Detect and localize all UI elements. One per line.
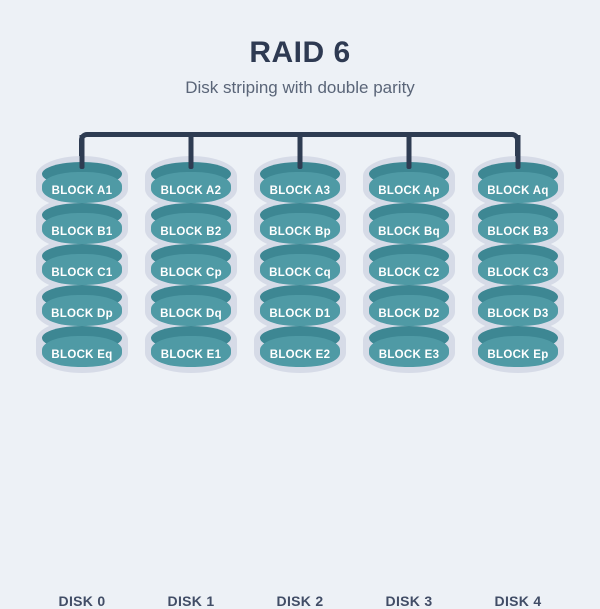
- block: BLOCK Cp: [151, 244, 231, 285]
- subtitle: Disk striping with double parity: [185, 78, 415, 97]
- block-label: BLOCK Bq: [378, 226, 440, 238]
- cylinder-body: [260, 336, 340, 367]
- block: BLOCK D1: [260, 285, 340, 326]
- block: BLOCK Bp: [260, 203, 340, 244]
- block: BLOCK B2: [151, 203, 231, 244]
- cylinder-body: [260, 172, 340, 203]
- block-label: BLOCK A3: [269, 185, 331, 197]
- block: BLOCK Dq: [151, 285, 231, 326]
- block-label: BLOCK E1: [160, 349, 222, 361]
- cylinder-body: [369, 336, 449, 367]
- disk-column-2: BLOCK A3 BLOCK Bp BLOCK Cq BLOCK D1 BLOC…: [254, 135, 346, 609]
- connector-stub: [297, 135, 303, 169]
- block-label: BLOCK C1: [51, 267, 113, 279]
- cylinder-body: [260, 295, 340, 326]
- page-title: RAID 6: [249, 36, 351, 69]
- cylinder-body: [260, 213, 340, 244]
- block: BLOCK B3: [478, 203, 558, 244]
- disk-label: DISK 0: [58, 593, 106, 609]
- cylinder-body: [151, 213, 231, 244]
- block-label: BLOCK D1: [269, 308, 331, 320]
- block: BLOCK E2: [260, 326, 340, 367]
- block-label: BLOCK B1: [51, 226, 113, 238]
- block-label: BLOCK E3: [378, 349, 440, 361]
- cylinder-body: [42, 254, 122, 285]
- block-label: BLOCK Dq: [160, 308, 222, 320]
- disk-blocks: BLOCK A1 BLOCK B1 BLOCK C1 BLOCK Dp BLOC…: [42, 162, 122, 367]
- block-label: BLOCK A2: [160, 185, 222, 197]
- cylinder-body: [478, 295, 558, 326]
- cylinder-body: [151, 254, 231, 285]
- block-label: BLOCK B2: [160, 226, 222, 238]
- block-label: BLOCK D3: [487, 308, 549, 320]
- disk-label: DISK 2: [276, 593, 324, 609]
- block-label: BLOCK Ap: [378, 185, 440, 197]
- block: BLOCK Eq: [42, 326, 122, 367]
- cylinder-body: [151, 336, 231, 367]
- disk-column-0: BLOCK A1 BLOCK B1 BLOCK C1 BLOCK Dp BLOC…: [36, 135, 128, 609]
- cylinder-body: [478, 254, 558, 285]
- block: BLOCK Ap: [369, 162, 449, 203]
- disk-column-1: BLOCK A2 BLOCK B2 BLOCK Cp BLOCK Dq BLOC…: [145, 135, 237, 609]
- block: BLOCK Dp: [42, 285, 122, 326]
- cylinder-body: [478, 336, 558, 367]
- block: BLOCK Ep: [478, 326, 558, 367]
- block: BLOCK A3: [260, 162, 340, 203]
- disk-label: DISK 4: [494, 593, 542, 609]
- disks-row: BLOCK A1 BLOCK B1 BLOCK C1 BLOCK Dp BLOC…: [0, 135, 600, 609]
- block: BLOCK A1: [42, 162, 122, 203]
- block-label: BLOCK A1: [51, 185, 113, 197]
- block: BLOCK B1: [42, 203, 122, 244]
- cylinder-body: [478, 172, 558, 203]
- block-label: BLOCK Cq: [269, 267, 331, 279]
- block: BLOCK Cq: [260, 244, 340, 285]
- connector-stub: [79, 135, 85, 169]
- cylinder-body: [478, 213, 558, 244]
- block-label: BLOCK D2: [378, 308, 440, 320]
- block-label: BLOCK Dp: [51, 308, 113, 320]
- block-label: BLOCK B3: [487, 226, 549, 238]
- block: BLOCK C3: [478, 244, 558, 285]
- connector-stub: [188, 135, 194, 169]
- cylinder-body: [369, 213, 449, 244]
- block: BLOCK E3: [369, 326, 449, 367]
- disk-column-4: BLOCK Aq BLOCK B3 BLOCK C3 BLOCK D3 BLOC…: [472, 135, 564, 609]
- header: RAID 6 Disk striping with double parity: [0, 0, 600, 98]
- block-label: BLOCK C3: [487, 267, 549, 279]
- block: BLOCK D3: [478, 285, 558, 326]
- block-label: BLOCK E2: [269, 349, 331, 361]
- disk-blocks: BLOCK A3 BLOCK Bp BLOCK Cq BLOCK D1 BLOC…: [260, 162, 340, 367]
- cylinder-body: [42, 172, 122, 203]
- block: BLOCK C2: [369, 244, 449, 285]
- cylinder-body: [42, 295, 122, 326]
- disk-label: DISK 3: [385, 593, 433, 609]
- block: BLOCK Aq: [478, 162, 558, 203]
- block: BLOCK E1: [151, 326, 231, 367]
- disk-column-3: BLOCK Ap BLOCK Bq BLOCK C2 BLOCK D2 BLOC…: [363, 135, 455, 609]
- cylinder-body: [42, 213, 122, 244]
- cylinder-body: [151, 295, 231, 326]
- cylinder-body: [42, 336, 122, 367]
- disk-blocks: BLOCK Aq BLOCK B3 BLOCK C3 BLOCK D3 BLOC…: [478, 162, 558, 367]
- disk-blocks: BLOCK A2 BLOCK B2 BLOCK Cp BLOCK Dq BLOC…: [151, 162, 231, 367]
- cylinder-body: [369, 172, 449, 203]
- block: BLOCK D2: [369, 285, 449, 326]
- connector-stub: [406, 135, 412, 169]
- disk-label: DISK 1: [167, 593, 215, 609]
- block-label: BLOCK Bp: [269, 226, 331, 238]
- cylinder-body: [369, 295, 449, 326]
- block-label: BLOCK Eq: [51, 349, 113, 361]
- block-label: BLOCK Ep: [487, 349, 549, 361]
- block-label: BLOCK Cp: [160, 267, 222, 279]
- block: BLOCK C1: [42, 244, 122, 285]
- cylinder-body: [369, 254, 449, 285]
- connector-stub: [515, 135, 521, 169]
- block: BLOCK Bq: [369, 203, 449, 244]
- cylinder-body: [151, 172, 231, 203]
- block-label: BLOCK C2: [378, 267, 440, 279]
- block-label: BLOCK Aq: [487, 185, 549, 197]
- disk-blocks: BLOCK Ap BLOCK Bq BLOCK C2 BLOCK D2 BLOC…: [369, 162, 449, 367]
- cylinder-body: [260, 254, 340, 285]
